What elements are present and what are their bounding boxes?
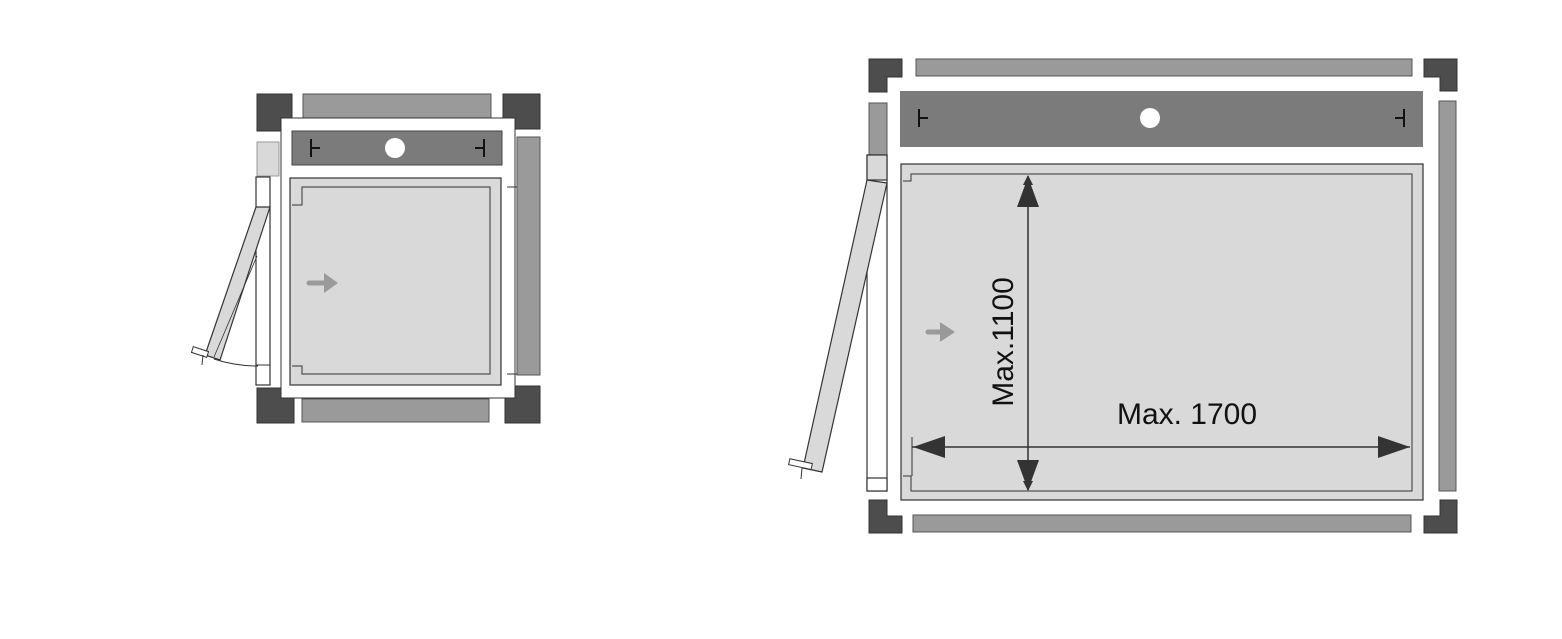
rail-right	[516, 136, 541, 376]
corner-bottom-right	[1423, 499, 1458, 534]
door-leaf	[204, 206, 271, 361]
corner-bottom-left	[868, 499, 903, 534]
width-label: Max. 1700	[1117, 398, 1257, 431]
door-handle-stem	[201, 354, 204, 366]
rail-top	[302, 93, 492, 119]
door-leaf-inner	[213, 255, 258, 358]
small-diagram	[190, 93, 541, 424]
right-arrow-icon	[925, 322, 955, 342]
panel-inner-outline	[292, 186, 491, 375]
panel-inner-outline	[903, 173, 1413, 492]
bar-marker-left-icon	[918, 109, 928, 127]
panel	[900, 163, 1424, 501]
height-arrowhead-top	[1017, 177, 1039, 207]
door-swing-arc	[213, 358, 259, 367]
width-arrowhead-right	[1378, 436, 1410, 458]
rail-right	[1438, 100, 1457, 492]
corner-top-left	[256, 93, 293, 132]
rail-left-small	[256, 141, 280, 177]
top-bar	[900, 91, 1423, 147]
height-arrowhead-bottom	[1017, 460, 1039, 490]
right-arrow-icon	[306, 273, 338, 293]
width-arrowhead-left	[913, 436, 945, 458]
door-handle-stem	[800, 467, 803, 480]
door-jamb-bottom	[866, 477, 888, 492]
door-jamb-top	[866, 154, 888, 181]
rail-left	[868, 102, 888, 156]
height-label: Max.1100	[987, 277, 1020, 407]
corner-top-right	[1423, 58, 1458, 92]
circle-dot-icon	[385, 138, 405, 158]
rail-bottom	[912, 514, 1412, 533]
bar-marker-right-icon	[475, 139, 485, 157]
corner-top-left	[868, 58, 903, 93]
door-handle	[788, 458, 813, 471]
bar-marker-right-icon	[1395, 109, 1405, 127]
door-handle	[190, 346, 210, 358]
circle-dot-icon	[1140, 108, 1160, 128]
bar-marker-left-icon	[310, 139, 320, 157]
door-leaf	[802, 179, 888, 473]
rail-top	[915, 58, 1413, 77]
rail-bottom	[301, 398, 490, 423]
large-diagram: Max.1100 Max. 1700	[788, 58, 1458, 534]
